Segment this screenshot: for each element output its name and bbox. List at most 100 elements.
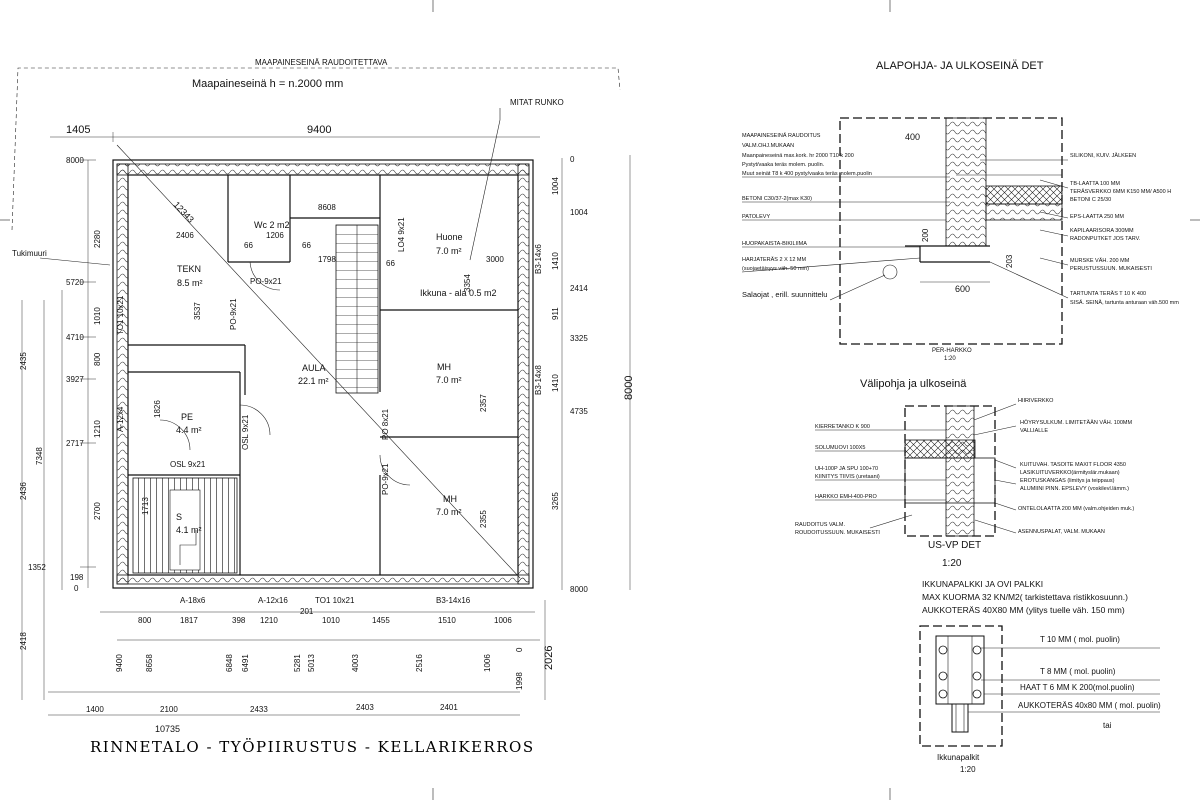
room-s-area: 4.1 m² — [176, 525, 202, 535]
dim-1210: 1210 — [93, 420, 102, 438]
detail-alapohja: ALAPOHJA- JA ULKOSEINÄ DET 400 200 600 2… — [741, 60, 1179, 362]
label-tukimuuri: Tukimuuri — [12, 249, 47, 258]
d2-llbl-2: UH-100P JA SPU 100+70 — [815, 466, 878, 472]
d3-lbl-2: HAAT T 6 MM K 200(mol.puolin) — [1020, 683, 1135, 692]
rlvl-2026: 2026 — [543, 646, 555, 670]
dim-1206: 1206 — [266, 231, 284, 240]
bdim-1510: 1510 — [438, 616, 456, 625]
d1-lbl-0: MAAPAINESEINÄ RAUDOITUS — [742, 132, 821, 139]
lvl-5720: 5720 — [66, 278, 84, 287]
d1-lbl-4: Muut seinät T8 k 400 pysty/vaaka teräs m… — [742, 171, 872, 177]
lvl-2717: 2717 — [66, 439, 84, 448]
dim-12343: 12343 — [172, 200, 196, 225]
rlvl-4735: 4735 — [570, 407, 588, 416]
rlvl-911: 911 — [551, 307, 560, 320]
d3-lbl-3: AUKKOTERÄS 40x80 MM ( mol. puolin) — [1018, 701, 1161, 710]
ikkuna-note: Ikkuna - ala 0.5 m2 — [420, 288, 497, 298]
rlvl-3265: 3265 — [551, 492, 560, 510]
d1-rlbl-0: SILIKONI, KUIV. JÄLKEEN — [1070, 152, 1136, 159]
d1-rlbl-5: KAPILAARISORA 300MM — [1070, 228, 1134, 234]
d2-llbl-0: KIERRETANKO K 900 — [815, 424, 870, 430]
dim-66b: 66 — [302, 241, 311, 250]
d2-rlbl-3: KUITUVAH. TASOITE MAXIT FLOOR 4350 — [1020, 462, 1126, 468]
lvl-2418: 2418 — [19, 632, 28, 650]
d2-rlbl-8: ASENNUSPALAT, VALM. MUKAAN — [1018, 529, 1105, 535]
cdim-2401: 2401 — [440, 703, 458, 712]
dim-800: 800 — [93, 352, 102, 366]
d1-lbl-7: HUOPAKAISTA-BIKILIIMA — [742, 241, 807, 247]
d2-rlbl-7: ONTELOLAATTA 200 MM (valm.ohjeiden muk.) — [1018, 506, 1134, 512]
opening-b3a: B3-14x6 — [534, 244, 543, 274]
detail1-scale: 1:20 — [944, 356, 956, 362]
rlvl-0: 0 — [570, 155, 575, 164]
bdim-800: 800 — [138, 616, 152, 625]
dim-1798: 1798 — [318, 255, 336, 264]
dim-2280: 2280 — [93, 230, 102, 248]
detail1-d400: 400 — [905, 132, 920, 142]
lvl-7348: 7348 — [35, 447, 44, 465]
dim-2406: 2406 — [176, 231, 194, 240]
room-tekn-area: 8.5 m² — [177, 278, 203, 288]
opening-to: TO1 10x21 — [116, 295, 125, 335]
room-wc: Wc 2 m2 — [254, 220, 290, 230]
d1-rlbl-10: SISÄ. SEINÄ, tartunta anturaan väh.500 m… — [1070, 299, 1179, 306]
opening-b3b: B3-14x8 — [534, 365, 543, 395]
room-mh1: MH — [437, 362, 451, 372]
dim-1010: 1010 — [93, 307, 102, 325]
detail3-line2: AUKKOTERÄS 40X80 MM (ylitys tuelle väh. … — [922, 605, 1125, 615]
detail1-d600: 600 — [955, 284, 970, 294]
detail1-title: ALAPOHJA- JA ULKOSEINÄ DET — [876, 60, 1044, 72]
dim-9400: 9400 — [307, 124, 331, 136]
opening-po2: PO-9x21 — [229, 298, 238, 330]
opening-osl1: OSL 9x21 — [241, 414, 250, 450]
detail1-scale-name: PER-HARKKO — [932, 348, 972, 354]
d2-llbl-6: ROUDOITUSSUUN. MUKAISESTI — [795, 530, 880, 536]
d2-llbl-1: SOLUMUOVI 100X5 — [815, 445, 865, 451]
room-mh1-area: 7.0 m² — [436, 375, 462, 385]
dim-2357: 2357 — [479, 394, 488, 412]
vdim-2516: 2516 — [415, 654, 424, 672]
dim-2355: 2355 — [479, 510, 488, 528]
d2-rlbl-1: HÖYRYSULKUM. LIMITETÄÄN VÄH. 100MM — [1020, 419, 1132, 426]
d1-rlbl-2: TERÄSVERKKO 6MM K150 MM/ A500 H — [1070, 188, 1171, 195]
d2-rlbl-2: VALLIALLE — [1020, 428, 1048, 434]
dim-8608: 8608 — [318, 203, 336, 212]
detail2-scale: 1:20 — [942, 558, 962, 569]
lvl-0: 0 — [74, 584, 79, 593]
vdim-1006: 1006 — [483, 654, 492, 672]
opening-a18: A-18x6 — [180, 596, 206, 605]
d2-llbl-4: HARKKO EMH-400-PRO — [815, 494, 877, 500]
detail3-name: Ikkunapalkit — [937, 753, 980, 762]
bdim-1010: 1010 — [322, 616, 340, 625]
dim-3537: 3537 — [193, 302, 202, 320]
d1-lbl-6: PATOLEVY — [742, 214, 770, 220]
cdim-1400: 1400 — [86, 705, 104, 714]
room-tekn: TEKN — [177, 264, 201, 274]
plan-title: RINNETALO - TYÖPIIRUSTUS - KELLARIKERROS — [90, 738, 535, 756]
dim-3000: 3000 — [486, 255, 504, 264]
vdim-8658: 8658 — [145, 654, 154, 672]
detail2-name: US-VP DET — [928, 540, 981, 551]
label-mitat-runko: MITAT RUNKO — [510, 98, 564, 107]
detail3-line1: MAX KUORMA 32 KN/M2( tarkistettava risti… — [922, 592, 1128, 602]
opening-to2: TO1 10x21 — [315, 596, 355, 605]
lvl-2436: 2436 — [19, 482, 28, 500]
d2-rlbl-0: HIIRIVERKKO — [1018, 398, 1054, 404]
lvl-2435: 2435 — [19, 352, 28, 370]
rlvl-1410b: 1410 — [551, 374, 560, 392]
vdim-6491: 6491 — [241, 654, 250, 672]
detail2-title: Välipohja ja ulkoseinä — [860, 378, 967, 390]
d2-rlbl-5: EROTUSKANGAS (limitys ja teippaus) — [1020, 478, 1115, 484]
d1-lbl-3: Pystyt/vaaka teräs molem. puolin. — [742, 162, 825, 168]
room-pe: PE — [181, 412, 193, 422]
floor-plan: MAAPAINESEINÄ RAUDOITETTAVA Maapainesein… — [11, 58, 635, 756]
room-aula: AULA — [302, 363, 326, 373]
d1-rlbl-9: TARTUNTA TERÄS T 10 K 400 — [1070, 290, 1146, 297]
d3-lbl-1: T 8 MM ( mol. puolin) — [1040, 667, 1116, 676]
dim-66a: 66 — [244, 241, 253, 250]
dim-1405: 1405 — [66, 124, 90, 136]
opening-osl2: OSL 9x21 — [170, 460, 206, 469]
bdim-201: 201 — [300, 607, 314, 616]
bdim-1455: 1455 — [372, 616, 390, 625]
